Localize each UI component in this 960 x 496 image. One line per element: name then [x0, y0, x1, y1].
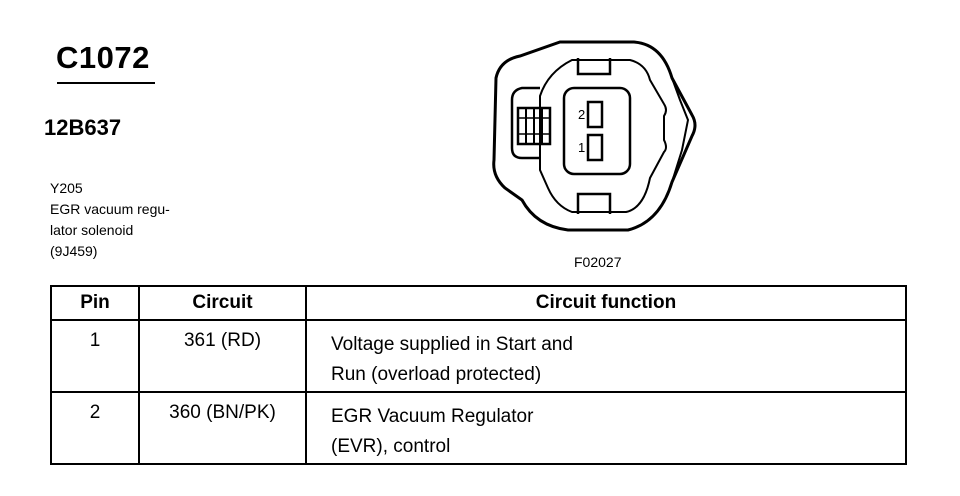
circuit: 361 (RD): [138, 319, 307, 393]
header-pin: Pin: [50, 285, 140, 321]
connector-outer-housing: [492, 40, 697, 232]
header-circuit: Circuit: [138, 285, 307, 321]
connector-top-key: [576, 58, 612, 76]
header-circuit-function: Circuit function: [305, 285, 907, 321]
description-line-3: lator solenoid: [50, 222, 134, 238]
connector-inner-housing: [539, 59, 667, 213]
pin-2-terminal: [586, 100, 604, 129]
circuit-function-line: (EVR), control: [331, 436, 451, 457]
connector-bottom-key: [576, 192, 612, 214]
pin-number: 2: [50, 391, 140, 465]
circuit-function-line: EGR Vacuum Regulator: [331, 406, 534, 427]
pin-2-label: 2: [578, 107, 585, 122]
pin-number: 1: [50, 319, 140, 393]
locking-tab: [510, 86, 540, 160]
circuit-function: Voltage supplied in Start and Run (overl…: [305, 319, 907, 393]
table-row: 1 361 (RD) Voltage supplied in Start and…: [50, 319, 907, 393]
connector-face-illustration: 2 1: [492, 40, 697, 232]
part-number: 12B637: [44, 115, 122, 140]
connector-id: C1072: [56, 40, 150, 75]
pinout-table-header-row: Pin Circuit Circuit function: [50, 285, 907, 321]
figure-id: F02027: [574, 254, 622, 270]
description-line-4: (9J459): [50, 243, 98, 259]
circuit-function-line: Run (overload protected): [331, 364, 542, 385]
connector-right-bevel: [671, 77, 690, 183]
circuit: 360 (BN/PK): [138, 391, 307, 465]
pinout-table: Pin Circuit Circuit function 1 361 (RD) …: [50, 285, 907, 465]
table-row: 2 360 (BN/PK) EGR Vacuum Regulator (EVR)…: [50, 391, 907, 465]
pin-cavity: [562, 86, 632, 176]
circuit-function: EGR Vacuum Regulator (EVR), control: [305, 391, 907, 465]
description-line-1: Y205: [50, 180, 83, 196]
description-line-2: EGR vacuum regu-: [50, 201, 170, 217]
circuit-function-line: Voltage supplied in Start and: [331, 334, 573, 355]
pin-1-terminal: [586, 133, 604, 162]
connector-id-underline: [57, 82, 155, 84]
pin-1-label: 1: [578, 140, 585, 155]
